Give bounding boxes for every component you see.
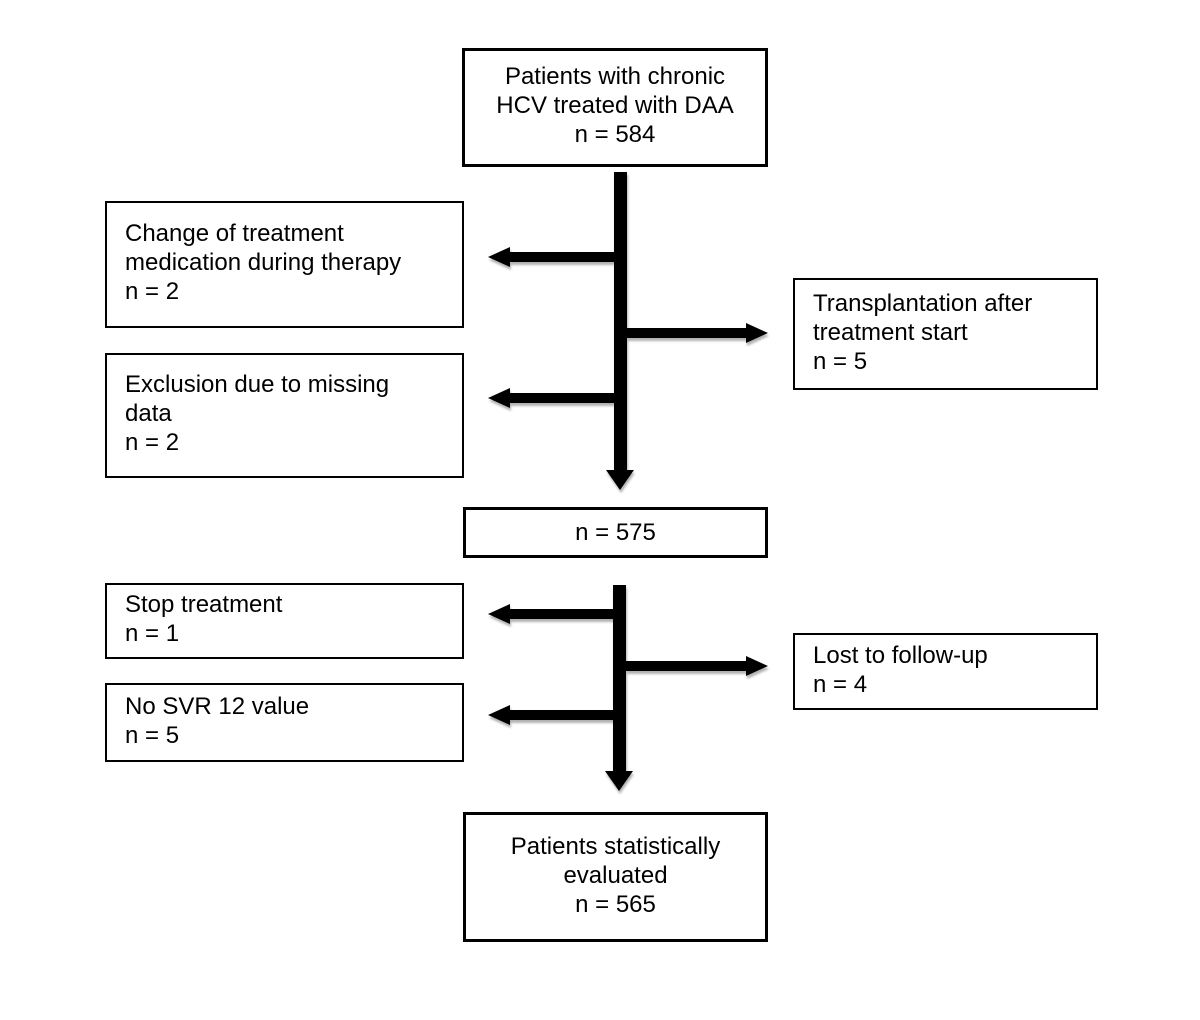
- box-line: n = 5: [813, 347, 868, 375]
- box-line: n = 2: [125, 278, 180, 305]
- arrow-shaft: [509, 252, 614, 262]
- arrow-left-exclusion-missing-data: [488, 388, 614, 408]
- arrow-right-transplantation: [627, 323, 768, 343]
- box-lost-to-follow-up: Lost to follow-up n = 4: [793, 633, 1098, 710]
- box-line: Patients with chronic: [504, 63, 726, 90]
- box-line: n = 584: [574, 121, 656, 148]
- box-line: Stop treatment: [125, 591, 283, 618]
- arrow-down-n575-to-evaluated: [605, 585, 634, 791]
- box-line: n = 575: [575, 519, 656, 546]
- box-line: n = 4: [813, 670, 868, 698]
- arrowhead-down-icon: [605, 771, 633, 791]
- arrowhead-down-icon: [606, 470, 634, 490]
- arrow-left-change-medication: [488, 247, 614, 267]
- arrow-shaft: [509, 609, 614, 619]
- arrowhead-right-icon: [746, 323, 768, 343]
- arrowhead-left-icon: [488, 247, 510, 267]
- arrow-shaft: [613, 585, 626, 771]
- arrow-down-top-to-n575: [606, 172, 635, 490]
- arrow-left-no-svr12: [488, 705, 614, 725]
- arrowhead-left-icon: [488, 604, 510, 624]
- arrow-shaft: [509, 710, 614, 720]
- box-patients-statistically-evaluated: Patients statistically evaluated n = 565: [463, 812, 768, 942]
- arrow-shaft: [627, 328, 747, 338]
- arrow-shaft: [626, 661, 747, 671]
- box-line: Patients statistically: [510, 832, 721, 860]
- box-line: HCV treated with DAA: [496, 92, 734, 119]
- arrow-shaft: [509, 393, 614, 403]
- box-line: treatment start: [813, 318, 968, 346]
- box-exclusion-missing-data: Exclusion due to missing data n = 2: [105, 353, 464, 478]
- arrow-shaft: [614, 172, 627, 470]
- arrow-right-lost-followup: [626, 656, 768, 676]
- arrowhead-right-icon: [746, 656, 768, 676]
- box-no-svr12-value: No SVR 12 value n = 5: [105, 683, 464, 762]
- box-line: data: [125, 400, 172, 427]
- arrowhead-left-icon: [488, 388, 510, 408]
- box-change-of-treatment-medication: Change of treatment medication during th…: [105, 201, 464, 328]
- box-patients-chronic-hcv: Patients with chronic HCV treated with D…: [462, 48, 768, 167]
- box-line: Exclusion due to missing: [125, 371, 390, 398]
- arrow-left-stop-treatment: [488, 604, 614, 624]
- box-line: Transplantation after: [813, 289, 1033, 317]
- box-line: evaluated: [563, 861, 668, 889]
- box-line: medication during therapy: [125, 249, 402, 276]
- box-line: Change of treatment: [125, 220, 344, 247]
- box-line: n = 565: [575, 890, 656, 918]
- box-line: n = 5: [125, 721, 180, 749]
- box-transplantation-after-treatment-start: Transplantation after treatment start n …: [793, 278, 1098, 390]
- box-line: No SVR 12 value: [125, 692, 310, 720]
- box-n-575: n = 575: [463, 507, 768, 558]
- box-line: n = 1: [125, 620, 180, 647]
- box-line: n = 2: [125, 429, 180, 456]
- arrowhead-left-icon: [488, 705, 510, 725]
- box-stop-treatment: Stop treatment n = 1: [105, 583, 464, 659]
- box-line: Lost to follow-up: [813, 641, 988, 669]
